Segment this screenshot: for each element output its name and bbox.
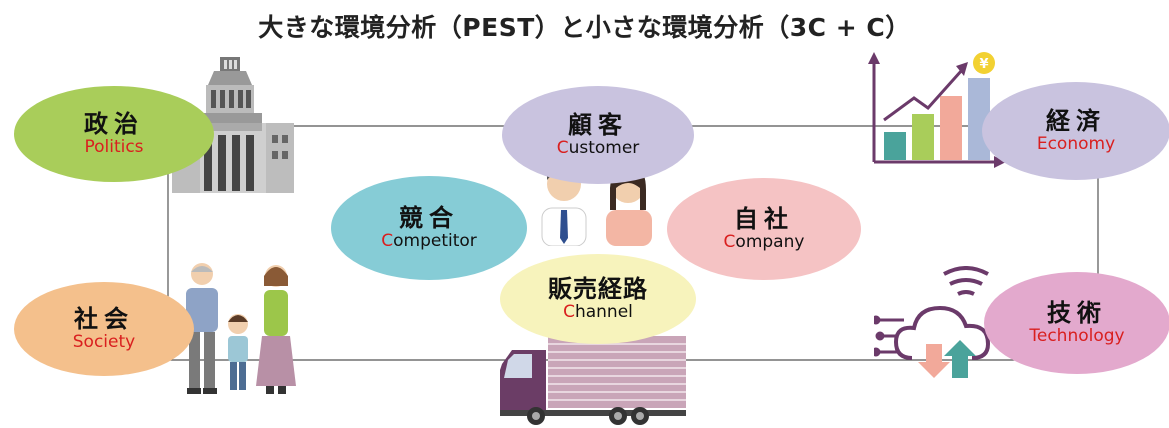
growth-chart-icon: ¥ — [868, 52, 1006, 168]
yen-symbol: ¥ — [979, 57, 988, 72]
politics-en-label: Politics — [84, 137, 144, 157]
node-technology: 技術 Technology — [984, 272, 1169, 374]
customer-jp-label: 顧客 — [568, 110, 628, 139]
node-customer: 顧客 Customer — [502, 86, 694, 184]
customer-en-label: Customer — [557, 138, 640, 158]
society-en-label: Society — [72, 332, 136, 352]
competitor-en-label: Competitor — [381, 231, 477, 251]
competitor-en-rest: ompetitor — [393, 231, 477, 251]
company-en-initial: C — [723, 232, 736, 252]
technology-en-label: Technology — [1029, 326, 1125, 346]
channel-en-rest: hannel — [574, 302, 633, 322]
channel-en-label: Channel — [563, 302, 633, 322]
channel-en-initial: C — [563, 302, 575, 322]
society-jp-label: 社会 — [74, 304, 134, 333]
customer-en-rest: ustomer — [568, 138, 640, 158]
family-people-icon — [186, 263, 296, 394]
company-en-rest: ompany — [735, 232, 805, 252]
competitor-en-initial: C — [381, 231, 394, 251]
politics-jp-label: 政治 — [84, 109, 144, 138]
competitor-jp-label: 競合 — [399, 203, 459, 232]
cloud-technology-icon — [874, 266, 991, 378]
diagram-title: 大きな環境分析（PEST）と小さな環境分析（3C + C） — [258, 13, 911, 42]
node-channel: 販売経路 Channel — [500, 254, 696, 344]
technology-jp-label: 技術 — [1047, 298, 1107, 327]
company-en-label: Company — [724, 232, 805, 252]
economy-en-label: Economy — [1036, 134, 1116, 154]
customer-en-initial: C — [556, 138, 569, 158]
node-politics: 政治 Politics — [14, 86, 214, 182]
truck-icon — [500, 336, 686, 425]
company-jp-label: 自社 — [734, 204, 794, 233]
node-society: 社会 Society — [14, 282, 194, 376]
channel-jp-label: 販売経路 — [548, 274, 648, 303]
node-economy: 経済 Economy — [982, 82, 1169, 180]
economy-jp-label: 経済 — [1046, 106, 1106, 135]
node-competitor: 競合 Competitor — [331, 176, 527, 280]
node-company: 自社 Company — [667, 178, 861, 280]
